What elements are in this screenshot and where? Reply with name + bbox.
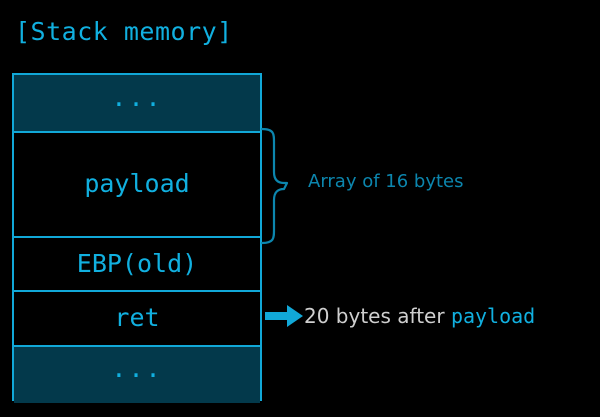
stack-cell-label: ... [111,353,163,383]
stack-cell-payload: payload [14,131,260,236]
curly-brace-icon [260,127,289,245]
stack-cell-divider [14,236,260,238]
offset-annotation-accent: payload [450,304,536,328]
stack-cell-divider [14,290,260,292]
stack-cell-saved-ebp: EBP(old) [14,236,260,290]
offset-annotation-label: 20 bytes after payload [304,303,535,329]
stack-cell-label: ret [114,303,160,332]
array-annotation-label: Array of 16 bytes [308,171,464,192]
stack-cell-label: ... [111,82,163,112]
stack-cell-return-address: ret [14,290,260,345]
right-arrow-icon [265,305,303,327]
offset-annotation-prefix: 20 bytes after [304,304,451,328]
stack-cell-label: payload [84,169,190,198]
stack-box: ... payload EBP(old) ret ... [12,73,262,403]
stack-cell-bottom-ellipsis: ... [14,345,260,403]
stack-cell-divider [14,131,260,133]
page-title: [Stack memory] [15,17,233,46]
stack-cell-top-ellipsis: ... [14,75,260,131]
stack-cell-divider [14,345,260,347]
stack-cell-label: EBP(old) [76,248,198,278]
